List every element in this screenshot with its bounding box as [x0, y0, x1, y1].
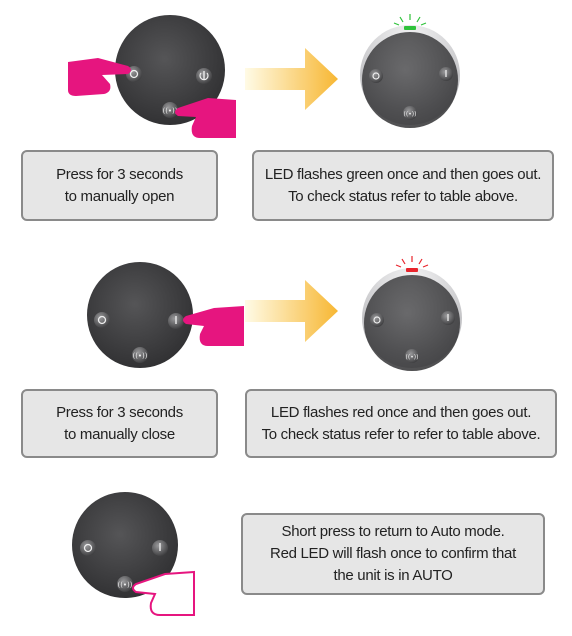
power-ring-icon [370, 313, 384, 327]
result-box-auto: Short press to return to Auto mode. Red … [241, 513, 545, 595]
instruction-box-close: Press for 3 seconds to manually close [21, 389, 218, 458]
device-close-result: ((•)) [362, 256, 462, 371]
power-icon [441, 311, 455, 325]
instruction-text-line: Press for 3 seconds [56, 165, 183, 183]
device-auto-press: ((•)) [72, 492, 178, 598]
instruction-text-line: to manually close [64, 425, 175, 443]
svg-text:((•)): ((•)) [162, 107, 177, 115]
svg-text:((•)): ((•)) [132, 352, 147, 360]
result-text-line: the unit is in AUTO [333, 567, 453, 584]
wireless-icon: ((•)) [162, 102, 178, 118]
led-red-indicator [406, 268, 418, 272]
device-body [115, 15, 225, 125]
transition-arrow [245, 48, 338, 110]
power-ring-icon [80, 540, 96, 556]
wireless-icon: ((•)) [117, 576, 133, 592]
power-icon [196, 68, 212, 84]
pointing-hand-icon [175, 98, 236, 138]
device-close-press: ((•)) [87, 262, 193, 368]
result-text-line: LED flashes green once and then goes out… [264, 165, 542, 183]
power-ring-icon [369, 69, 383, 83]
result-text-line: LED flashes red once and then goes out. [270, 403, 532, 421]
wireless-icon: ((•)) [403, 106, 417, 120]
result-text-line: Short press to return to Auto mode. [281, 523, 505, 540]
device-open-result: ((•)) [360, 14, 460, 128]
result-box-open: LED flashes green once and then goes out… [252, 150, 554, 221]
led-flash-rays [393, 14, 427, 26]
wireless-icon: ((•)) [405, 349, 419, 363]
instruction-text-line: Press for 3 seconds [56, 403, 183, 421]
instruction-text-line: to manually open [64, 187, 175, 205]
instruction-box-open: Press for 3 seconds to manually open [21, 150, 218, 221]
led-flash-rays [395, 256, 429, 268]
pointing-hand-icon [183, 306, 244, 346]
power-ring-icon [94, 312, 110, 328]
svg-text:((•)): ((•)) [404, 111, 417, 118]
transition-arrow [245, 280, 338, 342]
svg-text:((•)): ((•)) [406, 354, 419, 361]
power-icon [168, 313, 184, 329]
svg-text:((•)): ((•)) [117, 581, 132, 589]
led-green-indicator [404, 26, 416, 30]
wireless-icon: ((•)) [132, 347, 148, 363]
result-text-line: Red LED will flash once to confirm that [270, 545, 516, 562]
pointing-hand-icon [68, 58, 131, 96]
device-body [87, 262, 193, 368]
power-icon [439, 67, 453, 81]
power-icon [152, 540, 168, 556]
pointing-hand-outline-icon [132, 570, 195, 616]
device-body [72, 492, 178, 598]
result-box-close: LED flashes red once and then goes out. … [245, 389, 557, 458]
device-face [364, 275, 460, 371]
result-text-line: To check status refer to refer to table … [261, 425, 541, 443]
result-text-line: To check status refer to table above. [288, 187, 518, 205]
device-face [362, 32, 458, 128]
